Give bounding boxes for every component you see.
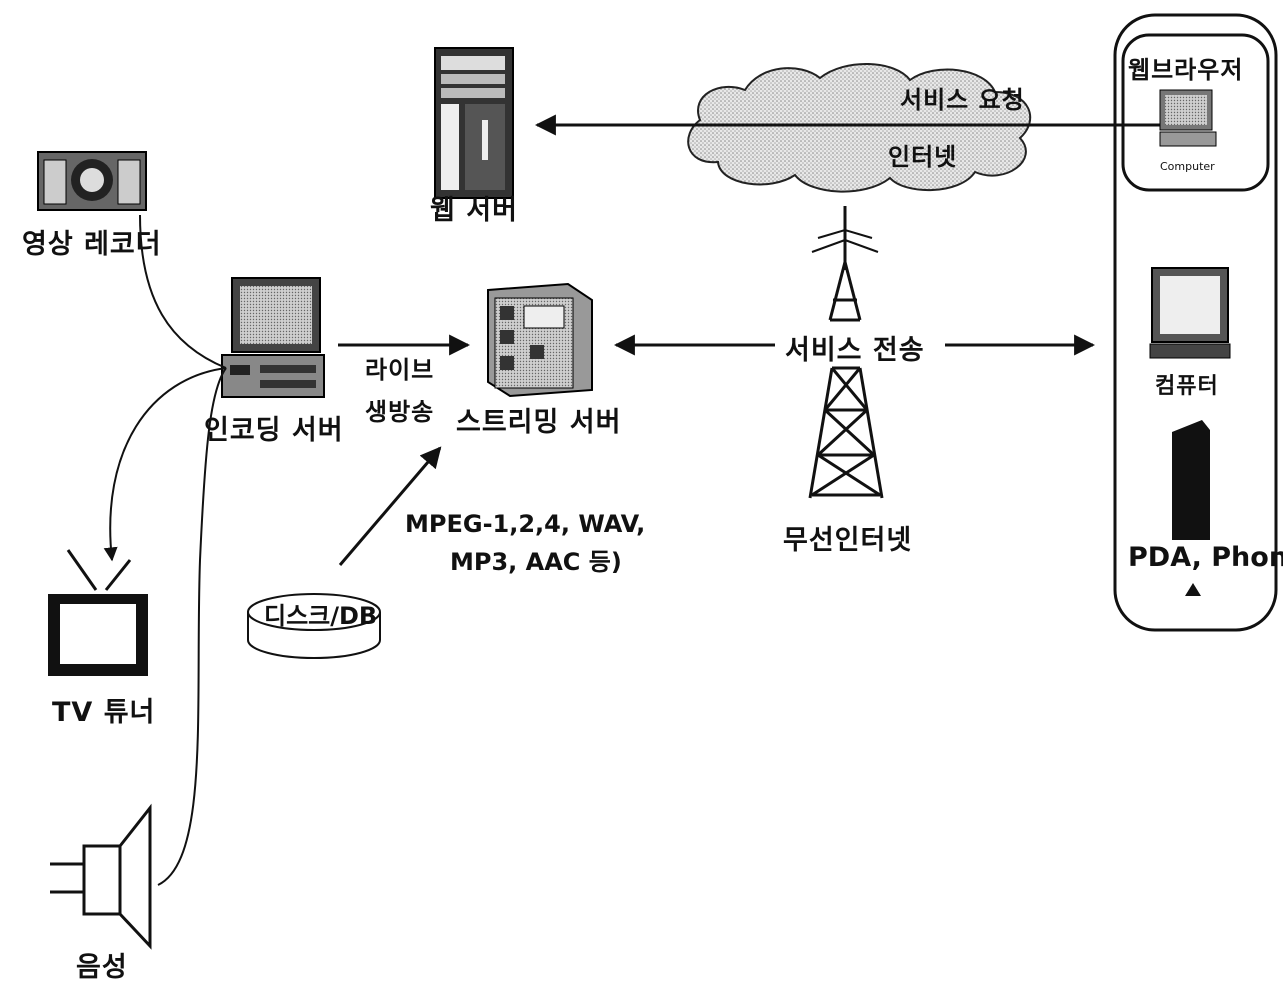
- web-browser-label: 웹브라우저: [1128, 50, 1243, 85]
- service-request-label: 서비스 요청: [900, 80, 1025, 115]
- speaker-icon: [50, 808, 150, 946]
- broadcast-label: 생방송: [365, 392, 434, 427]
- streaming-server-icon: [488, 284, 592, 396]
- tv-tuner-icon: [48, 550, 148, 676]
- service-transmission-label: 서비스 전송: [785, 328, 925, 367]
- browser-computer-icon: [1160, 90, 1216, 146]
- live-label: 라이브: [365, 350, 434, 385]
- encoding-server-label: 인코딩 서버: [204, 408, 344, 447]
- formats-label-line2: MP3, AAC 등): [450, 542, 622, 577]
- wireless-internet-label: 무선인터넷: [783, 518, 912, 557]
- encoding-server-icon: [222, 278, 324, 397]
- formats-label-line1: MPEG-1,2,4, WAV,: [405, 510, 645, 538]
- pda-small-arrow: [1185, 583, 1201, 596]
- tv-tuner-label: TV 튜너: [52, 690, 155, 729]
- web-server-label: 웹 서버: [430, 188, 518, 227]
- encoder-to-tv-line: [110, 368, 226, 560]
- disk-to-streaming-arrow: [340, 448, 440, 565]
- disk-db-label: 디스크/DB: [264, 596, 377, 631]
- pda-phone-label: PDA, Phone: [1128, 542, 1283, 573]
- video-recorder-icon: [38, 152, 146, 210]
- streaming-server-label: 스트리밍 서버: [456, 400, 621, 439]
- computer-small-label: Computer: [1160, 160, 1215, 173]
- pda-phone-icon: [1172, 420, 1210, 540]
- internet-label: 인터넷: [888, 137, 957, 172]
- computer-label: 컴퓨터: [1155, 368, 1219, 400]
- video-recorder-label: 영상 레코더: [22, 222, 162, 261]
- web-server-icon: [435, 48, 513, 198]
- audio-label: 음성: [76, 945, 128, 984]
- laptop-computer-icon: [1150, 268, 1230, 358]
